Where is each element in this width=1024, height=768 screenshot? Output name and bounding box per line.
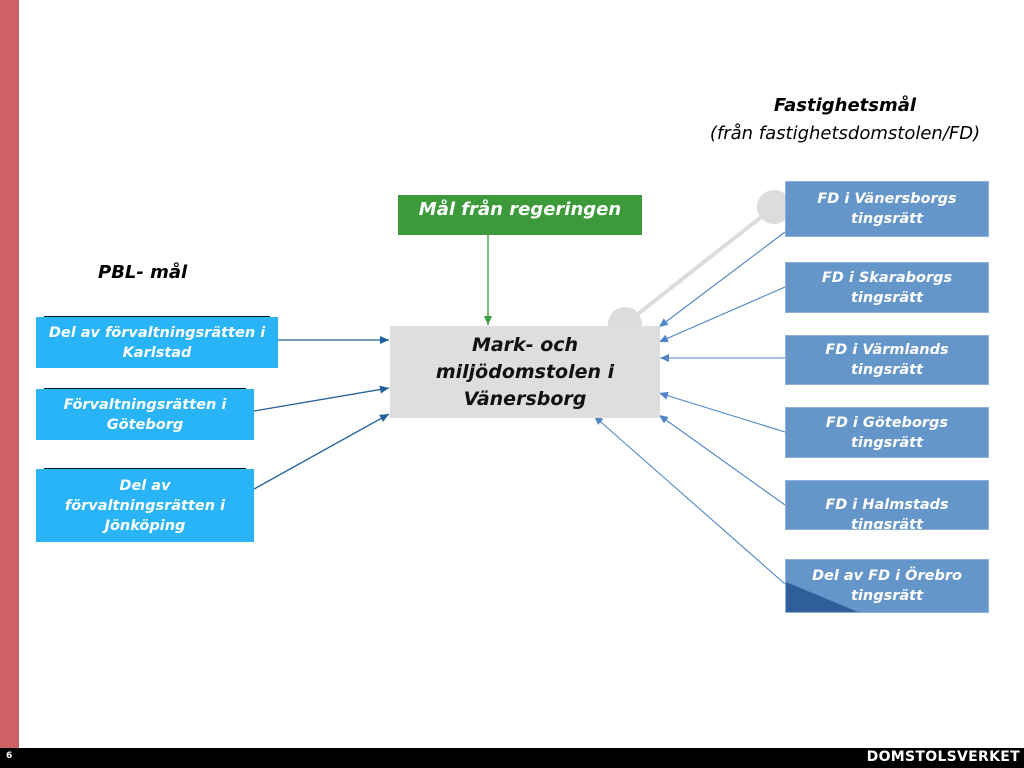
fd-source-goteborg: FD i Göteborgs tingsrätt bbox=[785, 407, 989, 458]
pbl-source-label: Del av förvaltningsrätten i Karlstad bbox=[48, 324, 266, 361]
arrow-fd-halmstad bbox=[658, 414, 786, 506]
fd-source-varmland: FD i Värmlands tingsrätt bbox=[785, 335, 989, 385]
fd-source-orebro: Del av FD i Örebro tingsrätt bbox=[785, 559, 989, 613]
decorative-connector-line bbox=[623, 205, 776, 326]
pbl-source-goteborg: Förvaltningsrätten i Göteborg bbox=[36, 388, 254, 440]
fd-source-label: FD i Skaraborgs tingsrätt bbox=[821, 269, 953, 306]
box-fold-corner bbox=[786, 582, 858, 612]
fastighetsmal-heading: Fastighetsmål (från fastighetsdomstolen/… bbox=[670, 92, 1020, 148]
central-court-box: Mark- och miljödomstolen i Vänersborg bbox=[390, 326, 660, 418]
slide-side-bar bbox=[0, 0, 19, 748]
slide-footer: 6 DOMSTOLSVERKET bbox=[0, 748, 1024, 768]
fd-source-label: FD i Göteborgs tingsrätt bbox=[825, 414, 949, 451]
fastighetsmal-subtitle: (från fastighetsdomstolen/FD) bbox=[709, 123, 981, 144]
arrow-pbl-goteborg bbox=[253, 385, 390, 412]
fd-source-halmstad: FD i Halmstads tingsrätt bbox=[785, 480, 989, 530]
central-court-label: Mark- och miljödomstolen i Vänersborg bbox=[435, 333, 615, 410]
arrow-fd-vanersborg bbox=[658, 231, 786, 328]
arrow-fd-skaraborg bbox=[658, 286, 786, 343]
government-cases-label: Mål från regeringen bbox=[418, 199, 622, 220]
fastighetsmal-title: Fastighetsmål bbox=[773, 95, 917, 116]
pbl-source-karlstad: Del av förvaltningsrätten i Karlstad bbox=[36, 316, 278, 368]
pbl-source-jonkoping: Del av förvaltningsrätten i Jönköping bbox=[36, 468, 254, 542]
arrow-pbl-jonkoping bbox=[253, 413, 390, 490]
arrow-fd-orebro bbox=[593, 415, 786, 585]
government-cases-box: Mål från regeringen bbox=[398, 195, 642, 235]
fd-source-label: FD i Värmlands tingsrätt bbox=[825, 342, 949, 378]
fd-source-label: FD i Vänersborgs tingsrätt bbox=[817, 191, 957, 227]
brand-logo-text: DOMSTOLSVERKET bbox=[866, 749, 1020, 765]
slide-number: 6 bbox=[6, 751, 13, 761]
arrow-fd-goteborg bbox=[658, 391, 786, 433]
fd-source-label: FD i Halmstads tingsrätt bbox=[825, 497, 949, 530]
pbl-source-label: Del av förvaltningsrätten i Jönköping bbox=[64, 477, 226, 534]
fd-source-label: Del av FD i Örebro tingsrätt bbox=[812, 568, 962, 604]
pbl-source-label: Förvaltningsrätten i Göteborg bbox=[63, 396, 227, 433]
pbl-heading: PBL- mål bbox=[98, 262, 188, 283]
fd-source-skaraborg: FD i Skaraborgs tingsrätt bbox=[785, 262, 989, 313]
fd-source-vanersborg: FD i Vänersborgs tingsrätt bbox=[785, 181, 989, 237]
